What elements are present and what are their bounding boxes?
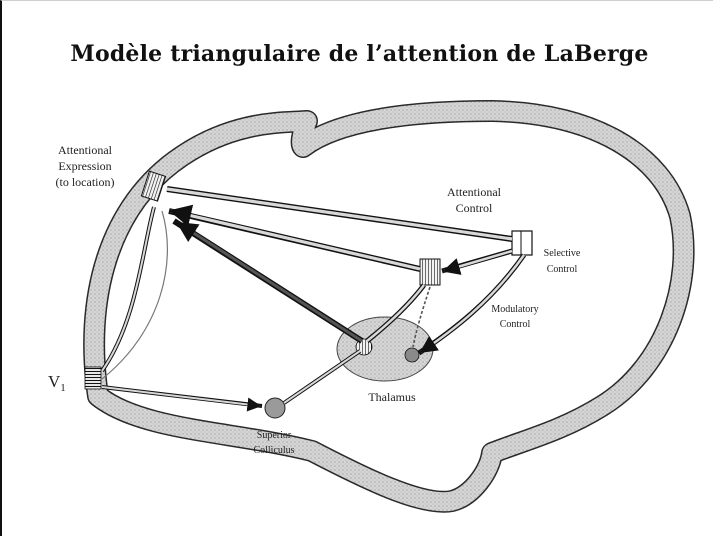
thalamus-right-nucleus — [405, 348, 419, 362]
label-attentional-control-2: Control — [456, 201, 493, 215]
label-v1-letter: V — [48, 372, 61, 391]
label-thalamus: Thalamus — [368, 390, 416, 404]
label-selective-control-1: Selective — [544, 248, 581, 259]
label-v1-subscript: 1 — [60, 382, 66, 394]
label-attentional-expression-1: Attentional — [58, 143, 113, 157]
label-superior-colliculus-2: Colliculus — [253, 445, 294, 456]
selective-control-box — [512, 231, 532, 255]
label-modulatory-control-1: Modulatory — [491, 304, 538, 315]
label-attentional-expression-2: Expression — [58, 159, 111, 173]
label-attentional-control-1: Attentional — [447, 185, 502, 199]
mid-control-box — [420, 259, 440, 285]
superior-colliculus-circle — [265, 398, 285, 418]
cortex-band — [94, 111, 683, 502]
v1-region — [85, 367, 101, 389]
pathways — [102, 189, 524, 406]
label-superior-colliculus-1: Superior — [257, 430, 292, 441]
label-attentional-expression-3: (to location) — [56, 175, 115, 189]
label-modulatory-control-2: Control — [500, 319, 531, 330]
label-selective-control-2: Control — [547, 264, 578, 275]
label-v1: V1 — [48, 372, 66, 394]
